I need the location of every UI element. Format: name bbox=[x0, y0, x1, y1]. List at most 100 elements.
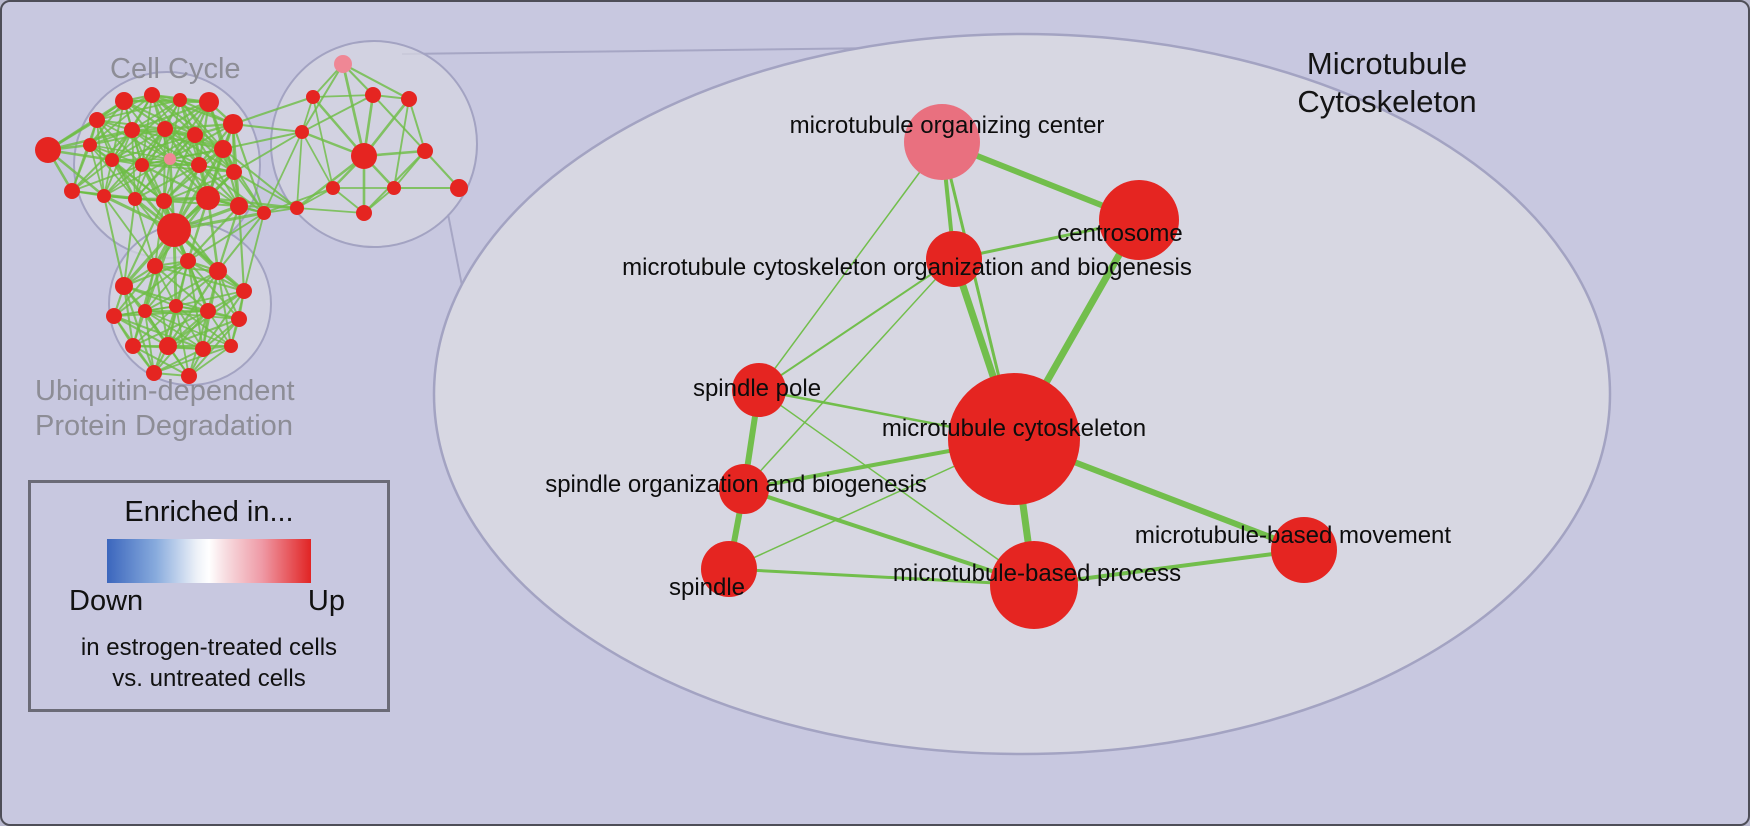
zoom-node-mcob bbox=[926, 231, 982, 287]
overview-edge bbox=[217, 270, 232, 347]
overview-edge bbox=[301, 94, 374, 133]
pathway-node bbox=[191, 157, 207, 173]
legend-subtitle-line2: vs. untreated cells bbox=[112, 665, 306, 692]
overview-edge bbox=[144, 310, 155, 374]
overview-edge bbox=[71, 164, 143, 192]
pathway-node bbox=[387, 181, 401, 195]
pathway-node bbox=[156, 193, 172, 209]
overview-edge bbox=[202, 290, 245, 350]
overview-edge bbox=[232, 122, 303, 134]
overview-nodes bbox=[35, 55, 468, 384]
pathway-node bbox=[64, 183, 80, 199]
overview-edge bbox=[296, 207, 365, 214]
overview-edge bbox=[163, 164, 200, 202]
zoom-node-labels: microtubule organizing center centrosome m… bbox=[545, 112, 1451, 601]
overview-edge bbox=[123, 198, 136, 287]
overview-edge bbox=[123, 200, 165, 287]
zoom-edge-spindle-mbp bbox=[727, 567, 1036, 587]
zoom-node-spindle_pole bbox=[732, 363, 786, 417]
overview-edge bbox=[342, 63, 410, 100]
pathway-node bbox=[147, 258, 163, 274]
zoom-node-label-mcob: microtubule cytoskeleton organization an… bbox=[622, 254, 1192, 281]
overview-edge bbox=[103, 195, 125, 287]
overview-edge bbox=[232, 95, 314, 126]
overview-edge bbox=[243, 212, 265, 292]
overview-edge bbox=[141, 163, 209, 200]
pathway-node bbox=[157, 213, 191, 247]
pathway-node bbox=[236, 283, 252, 299]
zoom-node-moc bbox=[904, 104, 980, 180]
overview-edge bbox=[113, 265, 156, 317]
pathway-node bbox=[351, 143, 377, 169]
overview-edge bbox=[111, 134, 196, 161]
zoom-edge-moc-spindle_pole bbox=[758, 141, 943, 391]
overview-edge bbox=[164, 122, 234, 131]
zoom-title-line2: Cytoskeleton bbox=[1297, 84, 1476, 119]
pathway-node bbox=[195, 341, 211, 357]
zoom-edge-mcob-sob bbox=[743, 258, 955, 490]
pathway-node bbox=[199, 92, 219, 112]
pathway-node bbox=[146, 365, 162, 381]
pathway-node bbox=[226, 164, 242, 180]
pathway-node bbox=[89, 112, 105, 128]
overview-edge bbox=[263, 187, 334, 214]
overview-edge bbox=[216, 205, 241, 272]
overview-edge bbox=[71, 159, 113, 192]
legend-subtitle-line1: in estrogen-treated cells bbox=[80, 634, 338, 661]
overview-edge bbox=[263, 131, 303, 214]
overview-edge bbox=[153, 265, 170, 347]
zoom-node-label-mbp: microtubule-based process bbox=[893, 560, 1181, 587]
ubiquitin-cluster-label-line2: Protein Degradation bbox=[35, 410, 293, 442]
zoom-edge-spindle_pole-mbp bbox=[758, 389, 1035, 586]
pathway-node bbox=[401, 91, 417, 107]
pathway-node bbox=[181, 368, 197, 384]
overview-edge bbox=[132, 305, 177, 347]
pathway-node bbox=[173, 93, 187, 107]
pathway-node bbox=[144, 87, 160, 103]
overview-edge bbox=[175, 290, 245, 307]
pathway-node bbox=[214, 140, 232, 158]
legend-gradient-bar bbox=[107, 539, 311, 583]
zoom-node-mc bbox=[948, 373, 1080, 505]
overview-edge bbox=[187, 260, 209, 312]
pathway-node bbox=[230, 197, 248, 215]
zoom-edge-mbp-mbm bbox=[1032, 548, 1306, 587]
pathway-node bbox=[180, 253, 196, 269]
zoom-node-label-moc: microtubule organizing center bbox=[790, 112, 1105, 139]
overview-edge bbox=[341, 63, 366, 157]
overview-edge bbox=[233, 171, 298, 209]
zoom-node-mbm bbox=[1271, 517, 1337, 583]
zoom-edge-sob-mbp bbox=[742, 487, 1036, 587]
pathway-node bbox=[135, 158, 149, 172]
overview-edge bbox=[372, 94, 426, 152]
pathway-node bbox=[157, 121, 173, 137]
overview-edge bbox=[153, 345, 232, 374]
pathway-node bbox=[200, 303, 216, 319]
overview-edge bbox=[89, 94, 153, 146]
zoom-node-label-centrosome: centrosome bbox=[1057, 220, 1182, 247]
pathway-node bbox=[223, 114, 243, 134]
pathway-node bbox=[295, 125, 309, 139]
overview-edge bbox=[188, 345, 232, 377]
overview-edge bbox=[164, 128, 235, 173]
overview-edge bbox=[103, 164, 143, 197]
pathway-node bbox=[224, 339, 238, 353]
overview-edge bbox=[237, 205, 246, 292]
pathway-node bbox=[125, 338, 141, 354]
overview-edge bbox=[111, 100, 125, 161]
pathway-node bbox=[83, 138, 97, 152]
cell-cycle-cluster-label: Cell Cycle bbox=[110, 53, 241, 85]
overview-edge bbox=[71, 129, 133, 192]
pathway-node bbox=[231, 311, 247, 327]
zoom-node-label-spindle_pole: spindle pole bbox=[693, 375, 821, 402]
overview-edge bbox=[312, 96, 334, 189]
pathway-node bbox=[169, 299, 183, 313]
pathway-node bbox=[138, 304, 152, 318]
overview-edge bbox=[222, 131, 303, 150]
overview-edge bbox=[408, 98, 426, 152]
legend-title: Enriched in... bbox=[124, 496, 294, 528]
pathway-node bbox=[35, 137, 61, 163]
pathway-node bbox=[365, 87, 381, 103]
